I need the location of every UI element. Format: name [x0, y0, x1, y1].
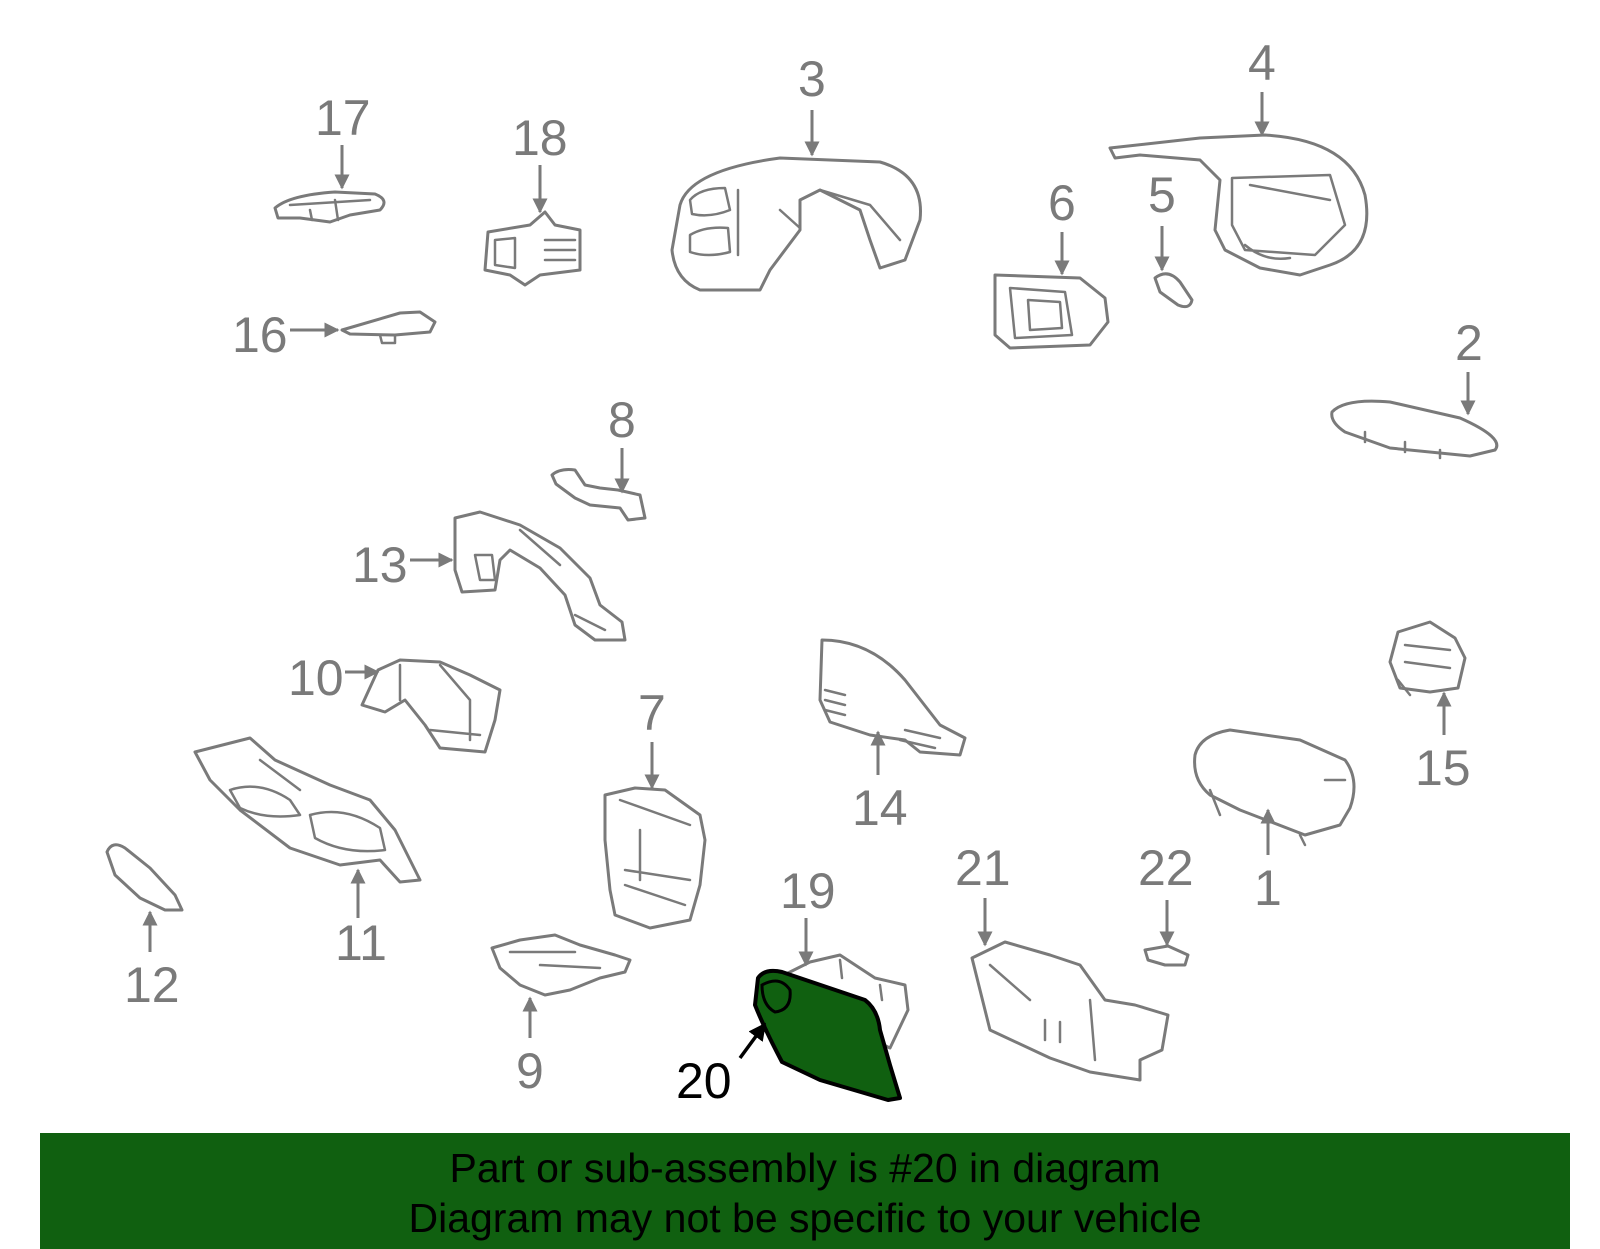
- part-11[interactable]: [193, 736, 422, 884]
- part-16[interactable]: [340, 310, 437, 345]
- part-4[interactable]: [1108, 133, 1369, 277]
- arrow-20: [738, 1022, 767, 1060]
- part-20[interactable]: [753, 968, 902, 1102]
- callout-8: 8: [608, 392, 636, 448]
- callout-22: 22: [1138, 840, 1194, 896]
- callout-16: 16: [232, 307, 288, 363]
- callout-17: 17: [315, 90, 371, 146]
- callout-5: 5: [1148, 167, 1176, 223]
- callout-7: 7: [638, 685, 666, 741]
- part-3[interactable]: [670, 156, 922, 292]
- info-banner: Part or sub-assembly is #20 in diagram D…: [40, 1133, 1570, 1249]
- callout-3: 3: [798, 51, 826, 107]
- part-6[interactable]: [993, 273, 1110, 350]
- part-14[interactable]: [818, 638, 967, 757]
- callout-14: 14: [852, 780, 908, 836]
- part-17[interactable]: [273, 190, 386, 224]
- part-7[interactable]: [603, 786, 707, 930]
- part-18[interactable]: [483, 210, 582, 287]
- banner-line-2: Diagram may not be specific to your vehi…: [408, 1195, 1202, 1241]
- part-5[interactable]: [1153, 272, 1194, 309]
- callout-10: 10: [288, 650, 344, 706]
- banner-line-1: Part or sub-assembly is #20 in diagram: [449, 1145, 1161, 1191]
- callout-15: 15: [1415, 740, 1471, 796]
- callout-6: 6: [1048, 175, 1076, 231]
- callout-9: 9: [516, 1043, 544, 1099]
- callout-11: 11: [335, 915, 387, 971]
- part-9[interactable]: [490, 933, 632, 997]
- parts-diagram: 17 18 16 3 4 5 6 2: [105, 35, 1499, 1109]
- callout-12: 12: [124, 957, 180, 1013]
- part-10[interactable]: [360, 658, 502, 754]
- callout-1: 1: [1254, 860, 1282, 916]
- callout-19: 19: [780, 863, 836, 919]
- part-1[interactable]: [1193, 728, 1356, 847]
- part-21[interactable]: [970, 940, 1170, 1082]
- part-15[interactable]: [1388, 620, 1467, 697]
- callout-2: 2: [1455, 315, 1483, 371]
- callout-4: 4: [1248, 35, 1276, 91]
- part-13[interactable]: [453, 510, 627, 642]
- callout-18: 18: [512, 110, 568, 166]
- part-22[interactable]: [1143, 944, 1190, 967]
- part-2[interactable]: [1330, 399, 1499, 460]
- callout-21: 21: [955, 840, 1011, 896]
- callout-20: 20: [676, 1053, 732, 1109]
- part-8[interactable]: [550, 468, 647, 522]
- part-12[interactable]: [105, 843, 184, 912]
- callout-13: 13: [352, 537, 408, 593]
